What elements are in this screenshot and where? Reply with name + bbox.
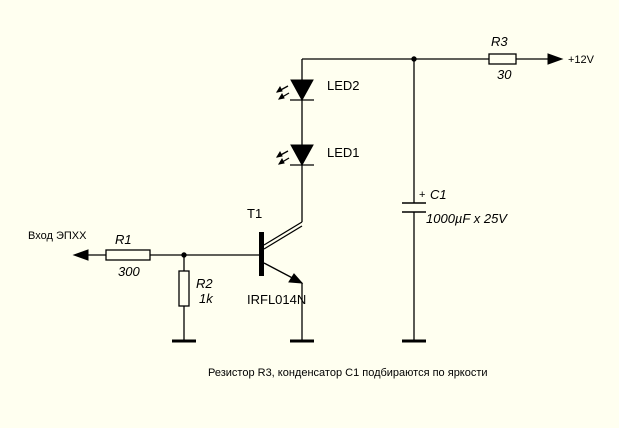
resistor-r3: R3 30	[488, 34, 517, 82]
transistor-t1: T1 IRFL014N	[247, 206, 306, 307]
led1-emission-icon	[275, 150, 290, 165]
capacitor-c1: + C1 1000µF x 25V	[402, 187, 508, 226]
r3-ref: R3	[491, 34, 508, 49]
input-label: Вход ЭПХХ	[28, 230, 87, 242]
led2-emission-icon	[275, 85, 290, 100]
transistor-base-bar	[259, 232, 264, 276]
resistor-r2: R2 1k	[178, 270, 214, 307]
r2-ref: R2	[196, 276, 213, 291]
footnote: Резистор R3, конденсатор C1 подбираются …	[208, 367, 488, 379]
junction-dot-gate	[181, 252, 187, 258]
c1-value: 1000µF x 25V	[426, 211, 508, 226]
r1-ref: R1	[115, 232, 132, 247]
input-arrow-icon	[72, 249, 89, 261]
c1-ref: C1	[430, 187, 447, 202]
led2-label: LED2	[327, 78, 360, 93]
led2: LED2	[275, 78, 360, 102]
emitter-arrow-icon	[288, 273, 304, 284]
led1-label: LED1	[327, 145, 360, 160]
input-port: Вход ЭПХХ	[28, 230, 89, 261]
resistor-r1: R1 300	[105, 232, 151, 279]
wires	[88, 58, 548, 340]
led1: LED1	[275, 144, 360, 167]
r1-value: 300	[118, 264, 140, 279]
supply-arrow-icon	[547, 53, 564, 65]
r3-value: 30	[497, 67, 512, 82]
junction-dot-rail	[411, 56, 417, 62]
t1-part: IRFL014N	[247, 292, 306, 307]
r2-value: 1k	[199, 291, 214, 306]
c1-polarity: +	[419, 189, 425, 201]
supply-port: +12V	[547, 53, 595, 66]
t1-ref: T1	[247, 206, 262, 221]
supply-label: +12V	[568, 54, 595, 66]
